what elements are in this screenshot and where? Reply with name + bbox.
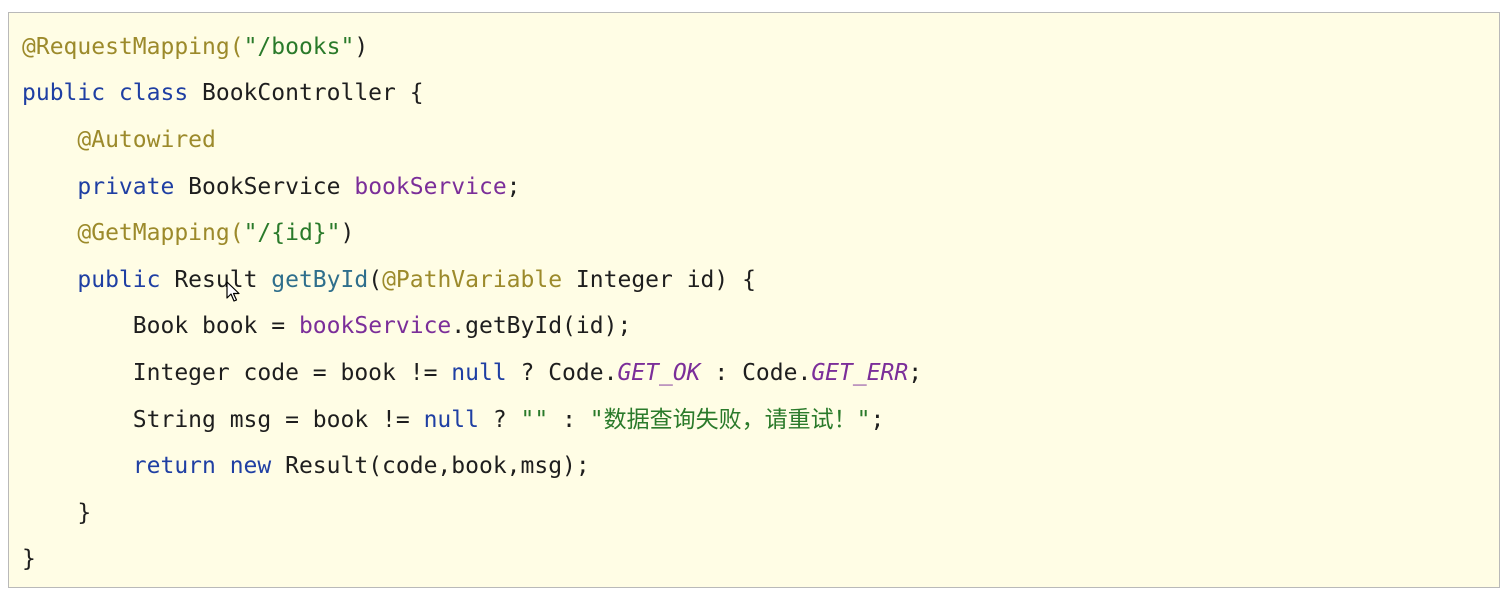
code-line: Integer code = book != null ? Code.GET_O…: [22, 355, 922, 391]
code-token: [22, 127, 77, 153]
code-token: ): [354, 34, 369, 60]
code-token: Result: [160, 267, 272, 293]
code-token: [22, 267, 77, 293]
code-line: public class BookController {: [22, 75, 424, 111]
code-token: [22, 453, 133, 479]
code-line: String msg = book != null ? "" : "数据查询失败…: [22, 402, 885, 438]
annotation-token: @Autowired: [77, 127, 216, 153]
code-block: @RequestMapping("/books") public class B…: [8, 12, 1500, 588]
code-token: ?: [478, 407, 521, 433]
keyword-token: public: [77, 267, 161, 293]
keyword-token: null: [423, 407, 479, 433]
keyword-token: public class: [22, 80, 189, 106]
code-token: }: [22, 546, 36, 572]
code-token: ;: [908, 360, 923, 386]
code-token: [22, 220, 77, 246]
keyword-token: return new: [132, 453, 272, 479]
code-line: }: [22, 541, 36, 577]
code-token: ;: [870, 407, 885, 433]
code-line: @GetMapping("/{id}"): [22, 215, 354, 251]
code-token: Integer id) {: [562, 267, 756, 293]
annotation-token: @GetMapping(: [77, 220, 244, 246]
code-line: @Autowired: [22, 122, 216, 158]
code-token: BookService: [174, 174, 355, 200]
code-token: ? Code.: [506, 360, 618, 386]
string-token: "/books": [243, 34, 355, 60]
code-token: }: [22, 500, 92, 526]
string-token: "/{id}": [243, 220, 341, 246]
method-token: getById: [271, 267, 369, 293]
code-token: Book book =: [22, 313, 299, 339]
code-line: private BookService bookService;: [22, 169, 521, 205]
field-token: bookService: [354, 174, 507, 200]
constant-token: GET_ERR: [811, 360, 909, 386]
mouse-pointer-icon: [226, 281, 240, 302]
code-line: public Result getById(@PathVariable Inte…: [22, 262, 756, 298]
code-line: return new Result(code,book,msg);: [22, 448, 590, 484]
code-token: :: [548, 407, 590, 433]
code-line: @RequestMapping("/books"): [22, 29, 368, 65]
code-token: : Code.: [700, 360, 812, 386]
code-token: (: [368, 267, 383, 293]
code-token: .getById(id);: [451, 313, 632, 339]
code-token: String msg = book !=: [22, 407, 424, 433]
code-line: }: [22, 495, 91, 531]
annotation-token: @PathVariable: [382, 267, 563, 293]
keyword-token: null: [451, 360, 507, 386]
code-token: Integer code = book !=: [22, 360, 452, 386]
code-line: Book book = bookService.getById(id);: [22, 308, 632, 344]
annotation-token: @RequestMapping(: [22, 34, 244, 60]
field-token: bookService: [298, 313, 452, 339]
code-token: ;: [506, 174, 521, 200]
constant-token: GET_OK: [617, 360, 701, 386]
string-token: "数据查询失败，请重试！": [589, 407, 871, 433]
keyword-token: private: [77, 174, 175, 200]
code-token: [22, 174, 77, 200]
code-token: Result(code,book,msg);: [271, 453, 590, 479]
string-token: "": [520, 407, 549, 433]
code-token: ): [340, 220, 355, 246]
code-token: BookController {: [188, 80, 424, 106]
